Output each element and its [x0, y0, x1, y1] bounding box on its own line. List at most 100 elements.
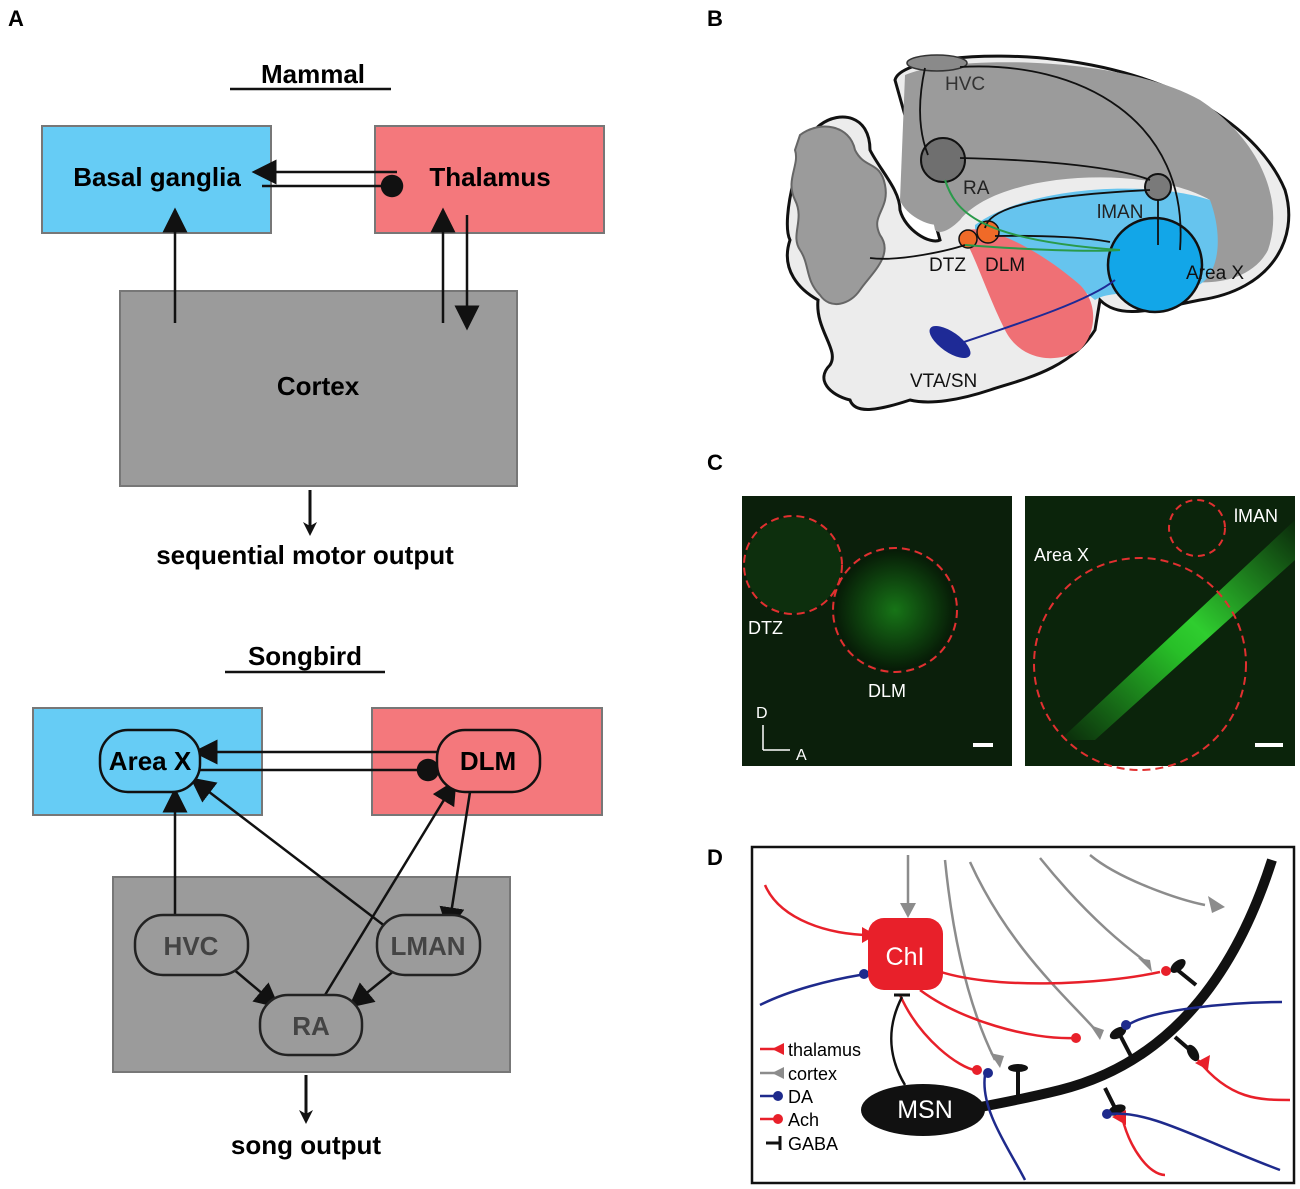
dlm-to-lman	[439, 791, 472, 933]
cortex-input	[943, 859, 997, 1061]
c-lman-label: lMAN	[1234, 506, 1278, 526]
cortex-input	[1089, 854, 1206, 907]
da-input	[1109, 1112, 1281, 1172]
legend-cortex: cortex	[788, 1064, 837, 1084]
b-dlm-label: DLM	[985, 255, 1025, 276]
panel-label-b: B	[707, 6, 723, 31]
dlm-node	[435, 728, 542, 794]
panel-d-frame	[750, 845, 1296, 1185]
b-vta-sn-label: VTA/SN	[910, 371, 977, 392]
vta-to-areax-projection	[954, 279, 1116, 346]
cortex-terminal-icon	[1090, 1025, 1104, 1040]
cerebellum	[790, 125, 887, 305]
hvc-to-ra-projection	[919, 67, 929, 156]
thalamus-box	[374, 125, 605, 234]
hvc-label: HVC	[164, 931, 219, 961]
dlm-label: DLM	[460, 746, 516, 776]
green-projection	[944, 179, 1121, 251]
b-hvc-label: HVC	[945, 74, 985, 95]
legend-cortex-icon	[772, 1067, 784, 1079]
dtz-input-projection	[869, 244, 966, 260]
scale-bar-right	[1255, 743, 1283, 747]
cortex-label: Cortex	[277, 371, 360, 401]
da-input-chi	[759, 973, 861, 1007]
lman-to-areax	[190, 777, 391, 931]
chi-label: ChI	[886, 943, 925, 971]
fiber-band	[1060, 520, 1295, 740]
da-terminal-icon	[983, 1068, 993, 1078]
b-ra-label: RA	[963, 178, 990, 199]
lman-node	[375, 913, 482, 977]
area-x-nucleus	[1106, 216, 1204, 314]
ach-projection	[919, 988, 1076, 1040]
dlm-circle	[832, 547, 958, 673]
pallium-region	[905, 62, 1274, 283]
da-terminal-icon	[859, 969, 869, 979]
hvc-nucleus	[906, 54, 968, 72]
da-input	[983, 1074, 1027, 1181]
panel-label-c: C	[707, 450, 723, 475]
thalamus-input	[1197, 1059, 1291, 1102]
msn-neuron	[861, 1084, 985, 1136]
area-x-node	[98, 728, 202, 794]
dtz-circle	[743, 515, 843, 615]
brain-sagittal-schematic: HVC RA lMAN DTZ DLM Area X VTA/SN	[785, 54, 1291, 411]
msn-dendrite	[964, 858, 1277, 1115]
ra-label: RA	[292, 1011, 330, 1041]
dtz-labelled-cells	[745, 517, 841, 613]
ra-lman-projection	[959, 157, 1151, 181]
mammal-diagram: Mammal Basal ganglia Thalamus Cortex seq…	[41, 59, 605, 570]
songbird-title: Songbird	[248, 641, 362, 671]
songbird-diagram: Songbird Area X DLM HVC LMAN RA song out…	[32, 641, 603, 1160]
spine	[1118, 1034, 1135, 1061]
area-x-circle	[1033, 557, 1247, 771]
thalamus-terminal-icon	[1195, 1055, 1210, 1070]
c-dlm-label: DLM	[868, 681, 906, 701]
ach-terminal-icon	[972, 1065, 982, 1075]
lman-label: LMAN	[390, 931, 465, 961]
area-x-label: Area X	[109, 746, 192, 776]
b-dtz-label: DTZ	[929, 255, 966, 276]
ra-nucleus	[920, 137, 966, 183]
green-projection-dtz	[964, 244, 1121, 252]
hvc-to-areax-projection	[959, 65, 1182, 251]
c-area-x-label: Area X	[1034, 545, 1089, 565]
cortex-terminal-icon	[900, 903, 916, 918]
dlm-labelled-cells	[835, 550, 955, 670]
vta-sn-nucleus	[929, 325, 971, 359]
ach-terminal-icon	[1161, 966, 1171, 976]
chi-neuron	[868, 918, 943, 990]
mammal-title: Mammal	[261, 59, 365, 89]
legend-da-icon	[773, 1091, 783, 1101]
lman-nucleus	[1144, 173, 1172, 201]
c-dtz-label: DTZ	[748, 618, 783, 638]
scale-bar	[973, 743, 993, 747]
striatal-microcircuit: ChI MSN thalamus cortex DA Ach GABA	[750, 845, 1296, 1185]
lman-circle	[1168, 499, 1226, 557]
lman-to-ra	[348, 969, 396, 1008]
basal-ganglia-label: Basal ganglia	[73, 162, 241, 192]
dtz-nucleus	[958, 229, 978, 249]
ach-projection	[898, 994, 976, 1072]
ach-projection	[934, 968, 1161, 985]
lman-to-dlm-projection	[984, 189, 1151, 229]
ra-to-dlm	[323, 779, 457, 996]
cortex-terminal-icon	[1138, 958, 1152, 972]
ach-terminal-icon	[1071, 1033, 1081, 1043]
da-terminal-icon	[1121, 1020, 1131, 1030]
da-terminal-icon	[1102, 1109, 1112, 1119]
dlm-nucleus	[976, 220, 1000, 244]
cortex-terminal-icon	[1208, 896, 1225, 913]
legend-ach-icon	[773, 1114, 783, 1124]
b-lman-label: lMAN	[1097, 202, 1143, 223]
msn-to-chi-gaba	[890, 996, 907, 1086]
orientation-axes-icon	[762, 725, 790, 751]
thalamus-region	[968, 229, 1094, 359]
da-input	[1127, 1000, 1283, 1027]
thalamus-label: Thalamus	[429, 162, 550, 192]
cortex-input	[968, 861, 1101, 1036]
legend-ach: Ach	[788, 1110, 819, 1130]
cortex-terminal-icon	[990, 1053, 1004, 1068]
dlm-to-areax-projection	[994, 234, 1111, 243]
